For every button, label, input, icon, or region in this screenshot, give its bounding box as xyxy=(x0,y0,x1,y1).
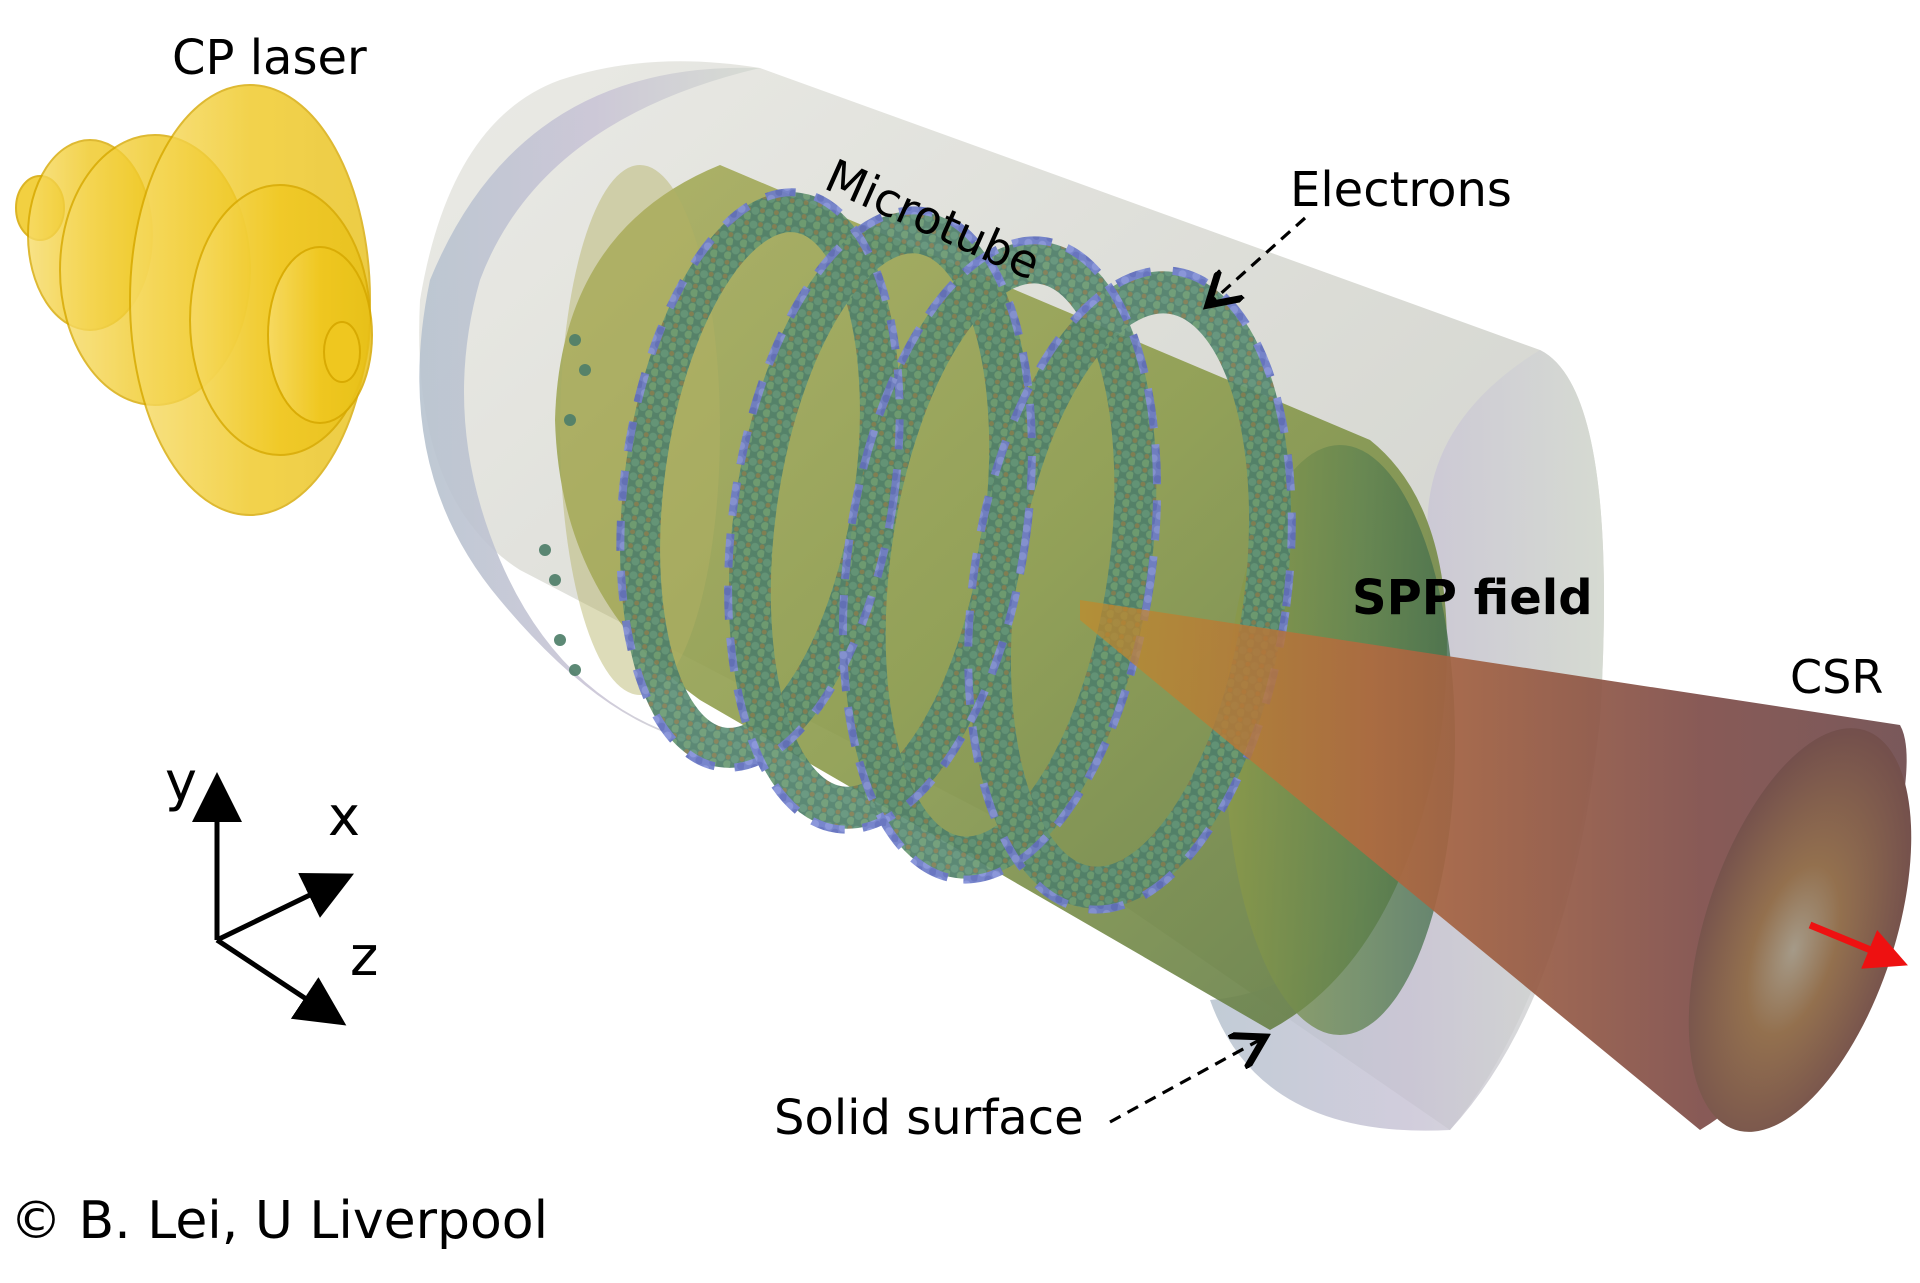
csr-direction-arrow xyxy=(1808,921,1908,969)
y-axis-label: y xyxy=(165,750,197,813)
solid-surface-pointer-arrow xyxy=(1109,1037,1265,1124)
cp-laser-label: CP laser xyxy=(172,30,367,86)
cp-laser-pulse xyxy=(15,84,373,516)
x-axis-label: x xyxy=(328,785,360,848)
x-axis-arrow xyxy=(215,872,354,943)
solid-surface-label: Solid surface xyxy=(774,1090,1084,1146)
electron-helix xyxy=(539,188,1296,914)
csr-label: CSR xyxy=(1790,650,1884,704)
electrons-label: Electrons xyxy=(1290,162,1512,218)
electrons-pointer-arrow xyxy=(1208,216,1307,305)
z-axis-arrow xyxy=(215,937,347,1026)
copyright-credit: © B. Lei, U Liverpool xyxy=(10,1191,549,1251)
spp-field-label: SPP field xyxy=(1352,570,1593,626)
coordinate-axes xyxy=(192,772,354,1026)
csr-cone xyxy=(1080,600,1912,1132)
z-axis-label: z xyxy=(350,925,379,988)
